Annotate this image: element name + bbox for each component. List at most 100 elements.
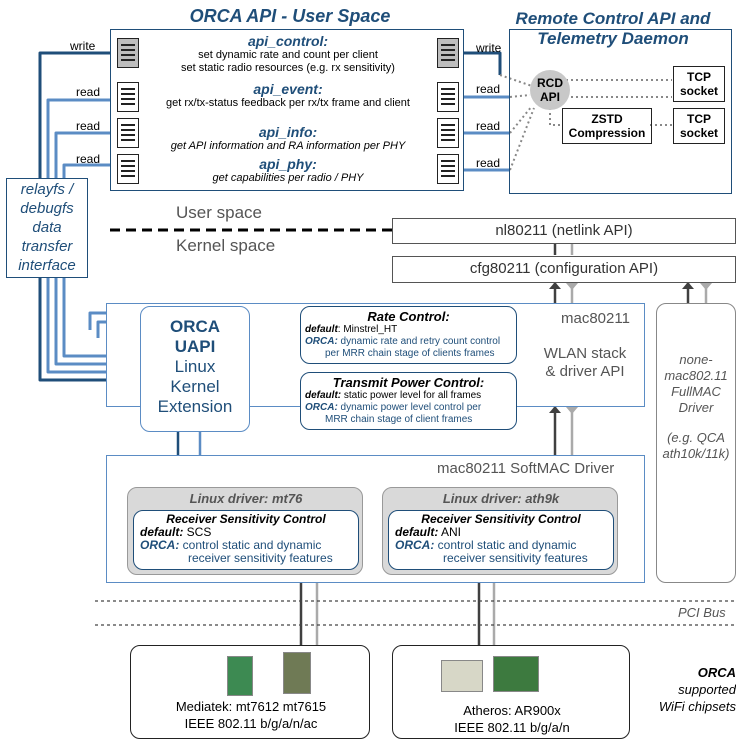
- default-label: default:: [395, 525, 439, 539]
- fullmac-line: none-: [679, 352, 713, 367]
- read-label: read: [76, 152, 101, 166]
- fullmac-line: FullMAC: [671, 384, 721, 399]
- tpc-box: Transmit Power Control: default: static …: [300, 372, 517, 430]
- softmac-title: mac80211 SoftMAC Driver: [437, 460, 615, 477]
- api-info-block: api_info: get API information and RA inf…: [145, 124, 431, 153]
- relayfs-line: relayfs /: [20, 181, 74, 198]
- mac80211-title: mac80211: [561, 310, 630, 327]
- api-phy-name: api_phy:: [259, 156, 317, 172]
- orca-desc: control static and dynamic: [182, 538, 322, 552]
- tcp-label: TCP: [687, 70, 711, 84]
- default-label: default: [305, 324, 338, 335]
- document-icon: [437, 82, 459, 112]
- fullmac-driver-box: none- mac802.11 FullMAC Driver (e.g. QCA…: [656, 303, 736, 583]
- atheros-card-image: [441, 660, 483, 692]
- orca-label: ORCA:: [305, 336, 338, 347]
- rsc-title: Receiver Sensitivity Control: [166, 512, 326, 526]
- tcp-label: socket: [679, 126, 719, 140]
- user-space-label: User space: [176, 203, 262, 222]
- rcd-api-node: RCD API: [530, 70, 570, 110]
- mediatek-chipset-box: Mediatek: mt7612 mt7615 IEEE 802.11 b/g/…: [130, 645, 370, 739]
- api-event-block: api_event: get rx/tx-status feedback per…: [145, 81, 431, 110]
- tcp-socket-box: TCP socket: [673, 66, 725, 102]
- rcd-title-line: Telemetry Daemon: [537, 29, 689, 48]
- zstd-compression-box: ZSTD Compression: [562, 108, 652, 144]
- wlan-stack-line: & driver API: [545, 363, 625, 380]
- default-value: ANI: [438, 525, 462, 539]
- orca-desc: control static and dynamic: [437, 538, 577, 552]
- supported-line: ORCA: [697, 665, 736, 680]
- default-value: SCS: [183, 525, 212, 539]
- read-label: read: [476, 82, 501, 96]
- supported-chipsets-label: ORCA supported WiFi chipsets: [650, 664, 736, 715]
- mt76-title: Linux driver: mt76: [189, 491, 303, 506]
- api-info-desc: get API information and RA information p…: [170, 140, 406, 152]
- write-label: write: [476, 41, 502, 55]
- document-icon: [117, 82, 139, 112]
- pci-bus-label: PCI Bus: [678, 605, 726, 620]
- rcd-label: RCD: [537, 76, 563, 90]
- relayfs-line: data: [32, 219, 62, 236]
- rsc-title: Receiver Sensitivity Control: [421, 512, 581, 526]
- wlan-stack-label: WLAN stack & driver API: [527, 345, 643, 381]
- chipset-line: IEEE 802.11 b/g/a/n: [454, 720, 570, 735]
- nl80211-box: nl80211 (netlink API): [392, 218, 736, 244]
- tcp-label: socket: [679, 84, 719, 98]
- rsc-box: Receiver Sensitivity Control default: AN…: [388, 510, 614, 570]
- kernel-space-label: Kernel space: [176, 236, 276, 255]
- api-control-desc: set static radio resources (e.g. rx sens…: [181, 62, 395, 74]
- rcd-label: API: [539, 90, 560, 104]
- orca-desc: dynamic power level control per: [337, 402, 482, 413]
- uapi-line: UAPI: [174, 337, 216, 356]
- zstd-label: ZSTD: [591, 112, 623, 126]
- ath9k-title: Linux driver: ath9k: [442, 491, 560, 506]
- relayfs-line: debugfs: [20, 200, 74, 217]
- document-icon: [437, 154, 459, 184]
- document-icon: [437, 118, 459, 148]
- orca-label: ORCA:: [395, 538, 435, 552]
- api-phy-block: api_phy: get capabilities per radio / PH…: [145, 156, 431, 185]
- rcd-title: Remote Control API and Telemetry Daemon: [490, 9, 736, 49]
- relayfs-line: interface: [18, 257, 76, 274]
- tcp-label: TCP: [687, 112, 711, 126]
- supported-line: supported: [678, 682, 736, 697]
- orca-desc: dynamic rate and retry count control: [337, 336, 501, 347]
- document-icon: [117, 154, 139, 184]
- chipset-line: Mediatek: mt7612 mt7615: [175, 699, 327, 714]
- fullmac-line: mac802.11: [664, 368, 728, 383]
- document-icon: [437, 38, 459, 68]
- orca-label: ORCA:: [140, 538, 180, 552]
- uapi-line: Linux: [174, 357, 216, 376]
- uapi-line: Kernel: [170, 377, 220, 396]
- user-space-panel: api_control: set dynamic rate and count …: [110, 29, 464, 191]
- mt76-driver-box: Linux driver: mt76 Receiver Sensitivity …: [127, 487, 363, 575]
- atheros-chipset-box: Atheros: AR900x IEEE 802.11 b/g/a/n: [392, 645, 630, 739]
- api-control-block: api_control: set dynamic rate and count …: [145, 33, 431, 75]
- chipset-line: Atheros: AR900x: [463, 703, 561, 718]
- tpc-title: Transmit Power Control:: [332, 375, 485, 390]
- zstd-label: Compression: [568, 126, 646, 140]
- orca-desc: MRR chain stage of client frames: [325, 414, 473, 425]
- relayfs-line: transfer: [21, 238, 73, 255]
- uapi-line: Extension: [157, 397, 233, 416]
- read-label: read: [76, 119, 101, 133]
- uapi-line: ORCA: [169, 317, 221, 336]
- mediatek-label: Mediatek: mt7612 mt7615 IEEE 802.11 b/g/…: [131, 698, 371, 732]
- api-info-name: api_info:: [258, 124, 318, 140]
- fullmac-example: ath10k/11k): [662, 446, 730, 461]
- user-space-title: ORCA API - User Space: [189, 6, 391, 26]
- write-label: write: [70, 39, 96, 53]
- read-label: read: [76, 85, 101, 99]
- document-icon: [117, 38, 139, 68]
- api-event-name: api_event:: [253, 81, 323, 97]
- default-label: default:: [140, 525, 184, 539]
- chipset-line: IEEE 802.11 b/g/a/n/ac: [184, 716, 318, 731]
- atheros-card-image: [493, 656, 539, 692]
- supported-line: WiFi chipsets: [658, 699, 736, 714]
- ath9k-driver-box: Linux driver: ath9k Receiver Sensitivity…: [382, 487, 618, 575]
- rsc-box: Receiver Sensitivity Control default: SC…: [133, 510, 359, 570]
- mediatek-card-image: [283, 652, 311, 694]
- mediatek-card-image: [227, 656, 253, 696]
- orca-desc: receiver sensitivity features: [188, 551, 333, 565]
- rcd-panel: [509, 29, 732, 194]
